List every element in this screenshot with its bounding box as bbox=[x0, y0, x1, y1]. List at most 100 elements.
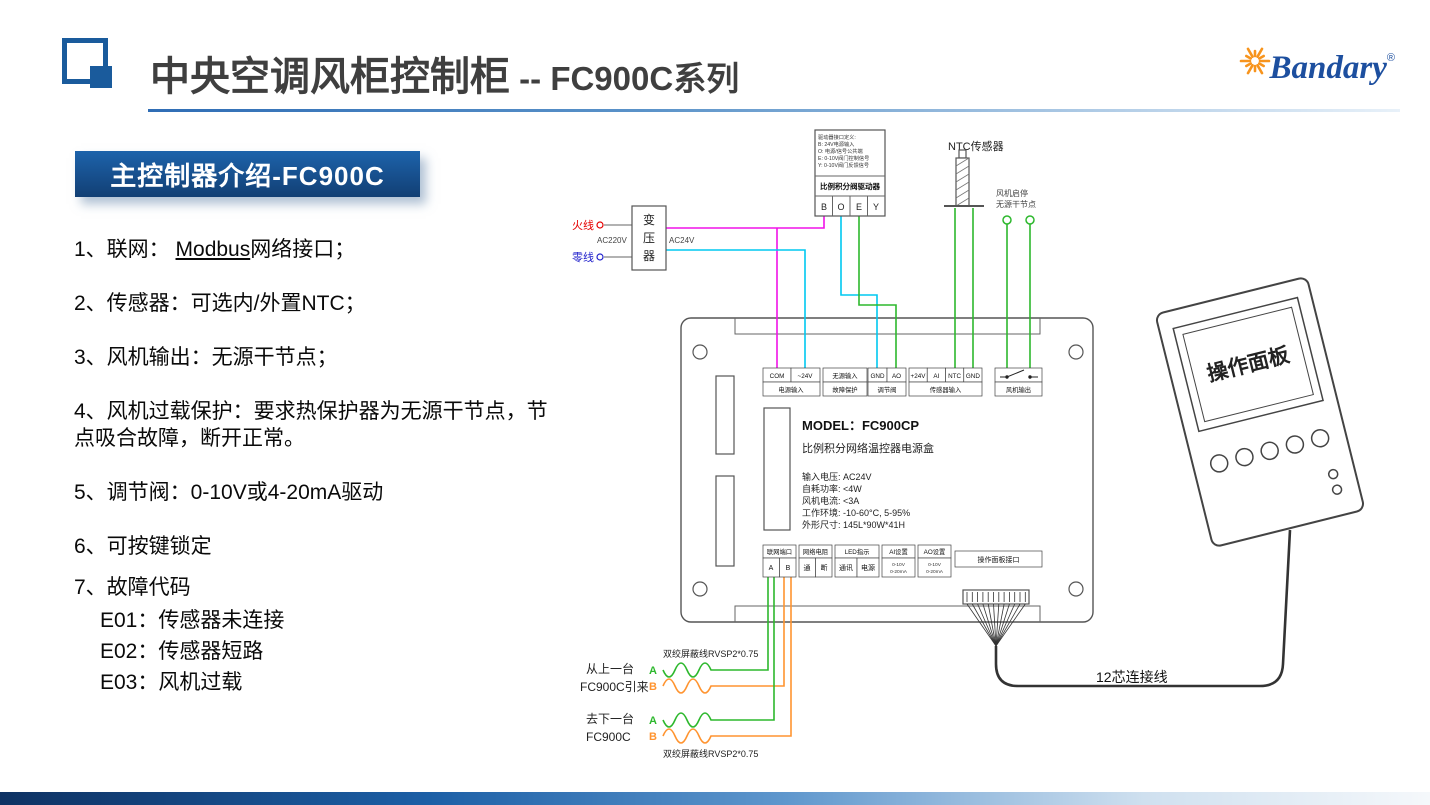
input-voltage-label: AC220V bbox=[597, 236, 627, 245]
controller-spec: 自耗功率: <4W bbox=[802, 483, 862, 494]
ntc-sensor: NTC传感器 bbox=[944, 140, 1004, 207]
section-badge-label: 主控制器介绍-FC900C bbox=[110, 160, 385, 191]
panel-button bbox=[1235, 447, 1254, 467]
pair-label-bottom: 双绞屏蔽线RVSP2*0.75 bbox=[663, 748, 758, 759]
deco-square-solid bbox=[90, 66, 112, 88]
group-net-label: 联网端口 bbox=[767, 547, 792, 556]
terminal-ntc: NTC bbox=[948, 373, 961, 380]
fault-code-e03: E03：风机过载 bbox=[100, 671, 243, 694]
bus-in-line1: 从上一台 bbox=[586, 661, 634, 676]
feature-1-prefix: 1、联网： bbox=[74, 238, 176, 261]
feature-item-2: 2、传感器：可选内/外置NTC； bbox=[74, 292, 366, 315]
feature-item-7: 7、故障代码 bbox=[74, 576, 191, 599]
vent-slot bbox=[715, 475, 735, 567]
fault-code-e02: E02：传感器短路 bbox=[100, 640, 264, 663]
mounting-hole bbox=[692, 581, 708, 597]
mounting-hole bbox=[1068, 581, 1084, 597]
bus-out-line1: 去下一台 bbox=[586, 711, 634, 726]
transformer-char: 变 bbox=[643, 212, 655, 227]
terminal-net-b: B bbox=[786, 565, 791, 572]
group-power-label: 电源输入 bbox=[778, 385, 804, 394]
vent-slot bbox=[715, 375, 735, 455]
group-res-label: 网络电阻 bbox=[803, 547, 829, 556]
bottom-gradient-bar bbox=[0, 792, 1430, 805]
terminal-res-off: 断 bbox=[821, 563, 828, 572]
ao-range-1: 0-10V bbox=[928, 562, 942, 568]
pin-connector bbox=[962, 589, 1030, 605]
live-wire-label: 火线 bbox=[572, 218, 594, 232]
bus-out-line2: FC900C bbox=[586, 730, 631, 744]
wire-b-label: B bbox=[649, 681, 657, 693]
panel-button bbox=[1285, 435, 1305, 454]
terminal-dry-input: 无源输入 bbox=[832, 371, 858, 380]
pair-label-top: 双绞屏蔽线RVSP2*0.75 bbox=[663, 648, 758, 659]
feature-list: 1、联网： Modbus网络接口； 2、传感器：可选内/外置NTC； 3、风机输… bbox=[74, 236, 556, 700]
driver-spec: E: 0-10V阀门控制信号 bbox=[818, 154, 869, 162]
feature-1-suffix: 网络接口； bbox=[250, 238, 356, 261]
feature-item-5: 5、调节阀：0-10V或4-20mA驱动 bbox=[74, 481, 384, 504]
page-title: 中央空调风柜控制柜 -- FC900C系列 bbox=[150, 44, 739, 102]
panel-port-label: 操作面板接口 bbox=[978, 555, 1020, 564]
terminal-sensor-gnd: GND bbox=[966, 373, 980, 380]
wires bbox=[662, 208, 1031, 744]
feature-item-1: 1、联网： Modbus网络接口； bbox=[74, 236, 556, 263]
panel-cable: 12芯连接线 bbox=[962, 529, 1292, 688]
terminal-24v: ~24V bbox=[798, 373, 814, 380]
sunburst-icon bbox=[1239, 47, 1270, 75]
terminal-res-on: 通 bbox=[804, 563, 811, 572]
top-terminal-strip: COM ~24V 电源输入 无源输入 故障保护 GND AO 调节阀 +24V … bbox=[762, 367, 1043, 397]
header-divider bbox=[148, 109, 1400, 112]
panel-button bbox=[1260, 441, 1279, 461]
driver-terminal: E bbox=[856, 202, 862, 212]
neutral-wire-label: 零线 bbox=[572, 250, 594, 264]
bottom-terminal-strip: 联网端口 A B 网络电阻 通 断 LED指示 通讯 电源 AI设置 0-10V… bbox=[762, 544, 1043, 578]
terminal-ai: AI bbox=[933, 373, 939, 380]
page-title-main: 中央空调风柜控制柜 bbox=[150, 55, 510, 99]
operation-panel: 操作面板 bbox=[1155, 277, 1365, 547]
feature-item-4: 4、风机过载保护：要求热保护器为无源干节点，节点吸合故障，断开正常。 bbox=[74, 400, 548, 450]
brand-registered-mark: ® bbox=[1386, 52, 1395, 64]
panel-indicator bbox=[1327, 468, 1339, 480]
vent-slot bbox=[763, 407, 791, 531]
driver-spec: 驱动器接口定义: bbox=[818, 133, 856, 141]
controller-model: MODEL：FC900CP bbox=[802, 418, 919, 433]
led-comm: 通讯 bbox=[839, 563, 853, 572]
terminal-net-a: A bbox=[769, 565, 774, 572]
brand-name: Bandary bbox=[1269, 50, 1387, 86]
brand-logo: Bandary ® bbox=[1238, 47, 1395, 86]
valve-driver-title: 比例积分阀驱动器 bbox=[820, 181, 880, 191]
driver-terminal: O bbox=[837, 202, 844, 212]
group-ao-label: AO设置 bbox=[924, 547, 946, 556]
transformer-char: 压 bbox=[643, 231, 655, 245]
transformer-char: 器 bbox=[643, 249, 655, 263]
mounting-hole bbox=[692, 344, 708, 360]
group-fault-label: 故障保护 bbox=[832, 385, 857, 394]
fan-dry-contacts: 风机启停 无源干节点 bbox=[996, 188, 1036, 225]
mounting-hole bbox=[1068, 344, 1084, 360]
panel-indicator bbox=[1331, 484, 1343, 495]
fan-contact-label-1: 风机启停 bbox=[996, 188, 1028, 198]
ntc-sensor-label: NTC传感器 bbox=[948, 140, 1004, 153]
controller-spec: 外形尺寸: 145L*90W*41H bbox=[802, 519, 905, 530]
cable-label: 12芯连接线 bbox=[1096, 669, 1168, 685]
group-valve-label: 调节阀 bbox=[878, 385, 897, 394]
section-badge: 主控制器介绍-FC900C bbox=[75, 151, 420, 197]
wire-b-label: B bbox=[649, 731, 657, 743]
group-fan-label: 风机输出 bbox=[1006, 385, 1031, 394]
driver-spec: Y: 0-10V阀门反馈信号 bbox=[818, 161, 869, 169]
wire-a-label: A bbox=[649, 665, 657, 677]
controller-spec: 输入电压: AC24V bbox=[802, 471, 872, 482]
bus-in-line2: FC900C引来 bbox=[580, 680, 649, 694]
valve-driver: 驱动器接口定义: B: 24V电源输入 O: 电源/信号公共端 E: 0-10V… bbox=[814, 129, 886, 217]
group-ai-label: AI设置 bbox=[889, 547, 908, 556]
controller-spec: 风机电流: <3A bbox=[802, 495, 859, 506]
terminal-gnd: GND bbox=[871, 373, 885, 380]
driver-spec: B: 24V电源输入 bbox=[818, 140, 854, 148]
output-voltage-label: AC24V bbox=[669, 236, 695, 245]
controller-spec: 工作环境: -10-60°C, 5-95% bbox=[802, 507, 910, 518]
ai-range-2: 0-20mA bbox=[890, 569, 908, 575]
controller-name: 比例积分网络温控器电源盒 bbox=[802, 441, 934, 455]
page-title-sub: -- FC900C系列 bbox=[510, 60, 740, 97]
panel-button bbox=[1209, 454, 1229, 473]
